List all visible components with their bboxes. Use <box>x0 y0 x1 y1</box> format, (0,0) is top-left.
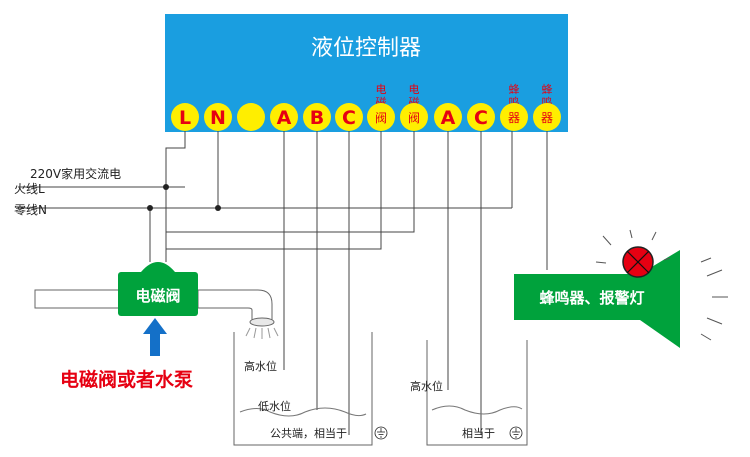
tank-right-common-label: 相当于 <box>462 426 495 440</box>
terminal-top-label-line: 鸣 <box>509 95 520 109</box>
terminal-top-label-buzzer1: 蜂 鸣 <box>509 82 520 109</box>
controller-title: 液位控制器 <box>311 36 421 61</box>
terminal-label: N <box>210 107 226 129</box>
ground-icon <box>509 426 523 440</box>
terminal-top-label-line: 电 <box>376 83 387 96</box>
power-label: 220V家用交流电 <box>30 166 121 181</box>
terminal-valve2: 阀 <box>400 103 428 131</box>
junction-dot <box>147 205 153 211</box>
live-label: 火线L <box>14 182 45 196</box>
solenoid-valve: 电磁阀 <box>118 262 198 316</box>
terminal-top-label-valve1: 电 磁 <box>376 83 387 109</box>
terminal-top-label-line: 磁 <box>376 96 387 109</box>
wire-valve1 <box>166 131 382 250</box>
terminal-label: 器 <box>508 111 520 125</box>
junction-dot <box>215 205 221 211</box>
terminal-B: B <box>303 103 331 131</box>
terminal-label: C <box>474 107 488 129</box>
tank-left-high-label: 高水位 <box>244 359 277 373</box>
alarm-unit: 蜂鸣器、报警灯 <box>514 250 680 348</box>
arrow-up-icon <box>143 318 167 356</box>
terminal-label: 阀 <box>408 111 420 125</box>
terminal-C2: C <box>467 103 495 131</box>
terminal-valve1: 阀 <box>367 103 395 131</box>
terminal-label: C <box>342 107 356 129</box>
tank-left: 高水位 低水位 公共端，相当于 <box>233 332 388 446</box>
valve-caption: 电磁阀或者水泵 <box>60 368 193 391</box>
terminal-top-label-line: 磁 <box>409 96 420 109</box>
wire-L-to-valve2 <box>165 131 415 233</box>
terminal-N: N <box>204 103 232 131</box>
terminal-label: A <box>441 107 456 129</box>
terminal-label: A <box>277 107 292 129</box>
terminal-top-label-valve2: 电 磁 <box>409 83 420 109</box>
terminal-buzzer1: 器 <box>500 103 528 131</box>
terminal-C1: C <box>335 103 363 131</box>
terminal-label: L <box>179 107 191 129</box>
terminal-top-label-line: 电 <box>409 83 420 96</box>
junction-dot <box>163 184 169 190</box>
terminal-top-label-line: 蜂 <box>542 82 553 96</box>
terminal-label: 器 <box>541 111 553 125</box>
tank-left-low-label: 低水位 <box>258 399 291 413</box>
terminal-top-label-line: 蜂 <box>509 82 520 96</box>
tank-right: 高水位 相当于 <box>410 340 528 446</box>
alarm-rays <box>595 229 728 341</box>
neutral-label: 零线N <box>14 203 47 217</box>
terminal-label: B <box>310 107 324 129</box>
tank-left-common-label: 公共端，相当于 <box>270 426 347 440</box>
alarm-label: 蜂鸣器、报警灯 <box>539 289 644 307</box>
terminal-label: 阀 <box>375 111 387 125</box>
terminal-L: L <box>171 103 199 131</box>
terminal-blank <box>237 103 265 131</box>
terminal-top-label-buzzer2: 蜂 鸣 <box>542 82 553 109</box>
terminal-A1: A <box>270 103 298 131</box>
terminal-row: L N A B C 阀 阀 A C 器 器 <box>171 103 561 131</box>
warning-lamp-icon <box>622 246 654 278</box>
valve-label: 电磁阀 <box>135 287 180 305</box>
terminal-top-label-line: 鸣 <box>542 95 553 109</box>
terminal-buzzer2: 器 <box>533 103 561 131</box>
terminal-A2: A <box>434 103 462 131</box>
ground-icon <box>374 426 388 440</box>
tank-right-high-label: 高水位 <box>410 379 443 393</box>
